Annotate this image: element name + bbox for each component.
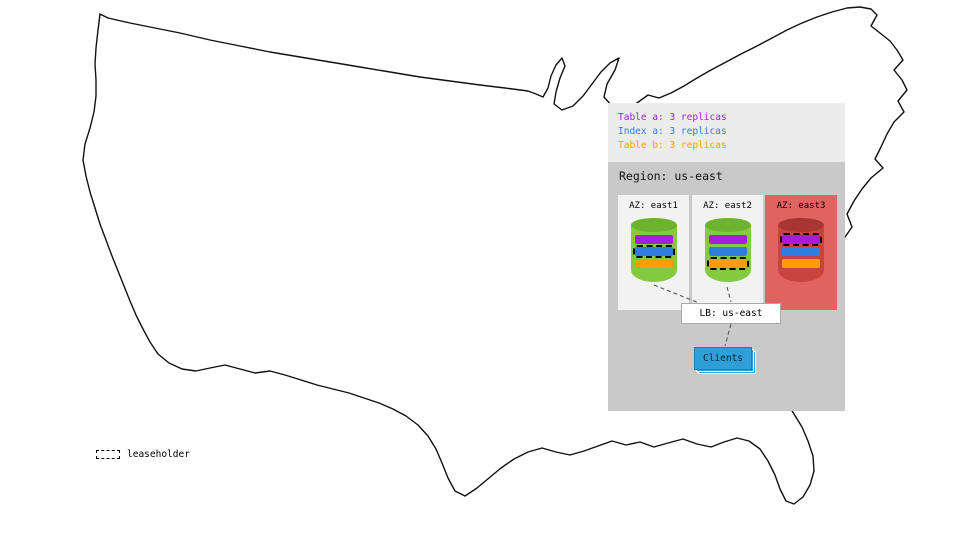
replica-table-b bbox=[782, 259, 820, 268]
clients-label: Clients bbox=[694, 347, 752, 370]
cylinder-top bbox=[778, 218, 824, 232]
leaseholder-swatch bbox=[96, 450, 120, 459]
legend-table-a: Table a: 3 replicas bbox=[618, 112, 727, 123]
az-box-east2: AZ: east2 bbox=[692, 195, 763, 310]
replica-table-a bbox=[708, 235, 747, 244]
cylinder-top bbox=[704, 218, 751, 232]
database-cylinder-east2 bbox=[704, 218, 751, 282]
cylinder-top bbox=[630, 218, 677, 232]
legend-table-b: Table b: 3 replicas bbox=[618, 140, 727, 151]
az-box-east3: AZ: east3 bbox=[765, 195, 837, 310]
replica-index-a bbox=[632, 245, 675, 258]
az-title-east3: AZ: east3 bbox=[776, 201, 826, 211]
replica-index-a bbox=[782, 247, 820, 256]
az-title-east2: AZ: east2 bbox=[703, 201, 752, 211]
clients-node: Clients bbox=[694, 347, 756, 374]
database-cylinder-east3 bbox=[778, 218, 824, 282]
az-box-east1: AZ: east1 bbox=[618, 195, 689, 310]
replica-table-a bbox=[634, 235, 673, 244]
az-title-east1: AZ: east1 bbox=[629, 201, 678, 211]
leaseholder-label: leaseholder bbox=[127, 449, 190, 460]
replica-legend-panel: Table a: 3 replicas Index a: 3 replicas … bbox=[608, 103, 845, 162]
leaseholder-legend: leaseholder bbox=[96, 449, 190, 460]
region-title: Region: us-east bbox=[619, 169, 723, 183]
legend-index-a: Index a: 3 replicas bbox=[618, 126, 727, 137]
replica-index-a bbox=[708, 247, 747, 256]
database-cylinder-east1 bbox=[630, 218, 677, 282]
replica-table-b bbox=[706, 257, 749, 270]
replica-table-b bbox=[634, 259, 673, 268]
replica-table-a bbox=[780, 233, 822, 246]
load-balancer: LB: us-east bbox=[681, 303, 781, 324]
